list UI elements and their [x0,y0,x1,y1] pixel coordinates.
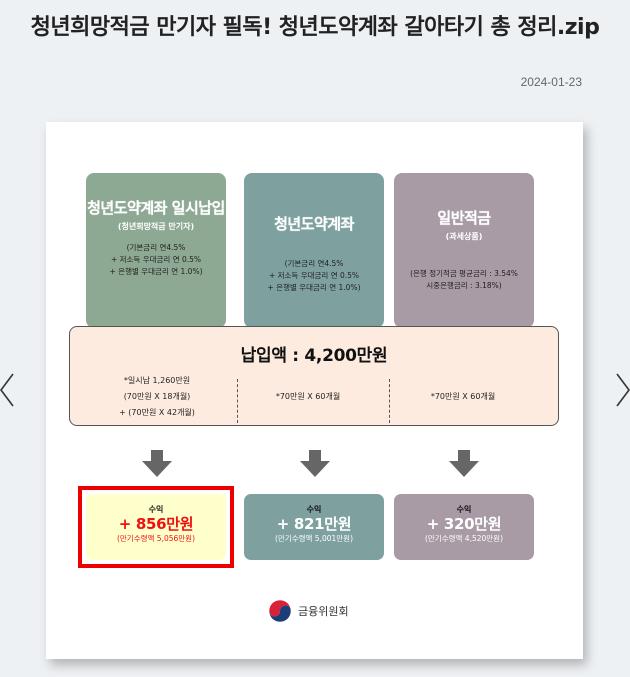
result-label: 수익 [306,505,322,514]
payment-box: 납입액 : 4,200만원 *일시납 1,260만원 (70만원 X 18개월)… [69,326,559,426]
result-label: 수익 [148,505,164,514]
down-arrow-icon [300,450,330,477]
result-amount: + 821만원 [276,515,352,533]
source-name: 금융위원회 [298,605,349,618]
rate-line: (기본금리 연4.5% [284,259,344,268]
down-arrow-icon [142,450,172,477]
result-maturity: (만기수령액 4,520만원) [424,534,503,543]
product-name: 청년도약계좌 일시납입 [86,199,226,218]
rate-line: (기본금리 연4.5% [126,243,186,252]
product-card-youth-account: 청년도약계좌 (기본금리 연4.5% + 저소득 우대금리 연 0.5% + 은… [244,173,384,328]
dashed-divider [237,379,238,423]
payment-line: (70만원 X 18개월) [123,392,191,401]
rate-line: (은행 정기적금 평균금리 : 3.54% [410,269,518,278]
article-title: 청년희망적금 만기자 필독! 청년도약계좌 갈아타기 총 정리.zip [30,15,600,40]
result-label: 수익 [456,505,472,514]
product-name-text: 청년도약계좌 일시납입 [87,199,225,217]
article-date: 2024-01-23 [520,75,582,89]
product-subtitle: (과세상품) [445,232,483,241]
rate-line: + 은행별 우대금리 연 1.0%) [267,283,361,292]
product-name: 일반적금 [437,209,491,227]
down-arrow-icon [449,450,479,477]
payment-total: 납입액 : 4,200만원 [240,346,388,366]
result-card-general-savings: 수익 + 320만원 (만기수령액 4,520만원) [394,494,534,560]
payment-line: *일시납 1,260만원 [123,376,191,385]
rate-line: 시중은행금리 : 3.18%) [426,281,502,290]
product-name: 청년도약계좌 [274,215,354,233]
result-card-youth-account: 수익 + 821만원 (만기수령액 5,001만원) [244,494,384,560]
carousel-prev-button[interactable] [0,372,18,408]
carousel-next-button[interactable] [612,372,630,408]
payment-line: *70만원 X 60개월 [275,392,341,401]
product-rates: (은행 정기적금 평균금리 : 3.54% 시중은행금리 : 3.18%) [394,268,534,292]
rate-line: + 은행별 우대금리 연 1.0%) [109,267,203,276]
result-card-lump-sum: 수익 + 856만원 (만기수령액 5,056만원) [86,494,226,560]
product-rates: (기본금리 연4.5% + 저소득 우대금리 연 0.5% + 은행별 우대금리… [244,258,384,294]
source-logo: 금융위원회 [268,598,349,624]
chevron-left-icon [0,373,14,407]
payment-line: *70만원 X 60개월 [430,392,496,401]
highlight-border [78,486,234,568]
payment-column: *70만원 X 60개월 [388,373,538,421]
result-maturity: (만기수령액 5,001만원) [274,534,353,543]
product-card-lump-sum: 청년도약계좌 일시납입 (청년희망적금 만기자) (기본금리 연4.5% + 저… [86,173,226,328]
chevron-right-icon [616,373,630,407]
taegeuk-emblem-icon [268,599,292,623]
result-amount: + 856만원 [118,515,194,533]
result-amount: + 320만원 [426,515,502,533]
rate-line: + 저소득 우대금리 연 0.5% [110,255,202,264]
product-card-general-savings: 일반적금 (과세상품) (은행 정기적금 평균금리 : 3.54% 시중은행금리… [394,173,534,328]
result-maturity: (만기수령액 5,056만원) [116,534,195,543]
payment-column: *70만원 X 60개월 [233,373,383,421]
payment-column: *일시납 1,260만원 (70만원 X 18개월) + (70만원 X 42개… [82,373,232,421]
product-subtitle: (청년희망적금 만기자) [117,222,195,231]
rate-line: + 저소득 우대금리 연 0.5% [268,271,360,280]
infographic-card: 청년도약계좌 일시납입 (청년희망적금 만기자) (기본금리 연4.5% + 저… [46,122,583,659]
payment-line: + (70만원 X 42개월) [119,408,195,417]
product-rates: (기본금리 연4.5% + 저소득 우대금리 연 0.5% + 은행별 우대금리… [86,242,226,278]
dashed-divider [389,379,390,423]
